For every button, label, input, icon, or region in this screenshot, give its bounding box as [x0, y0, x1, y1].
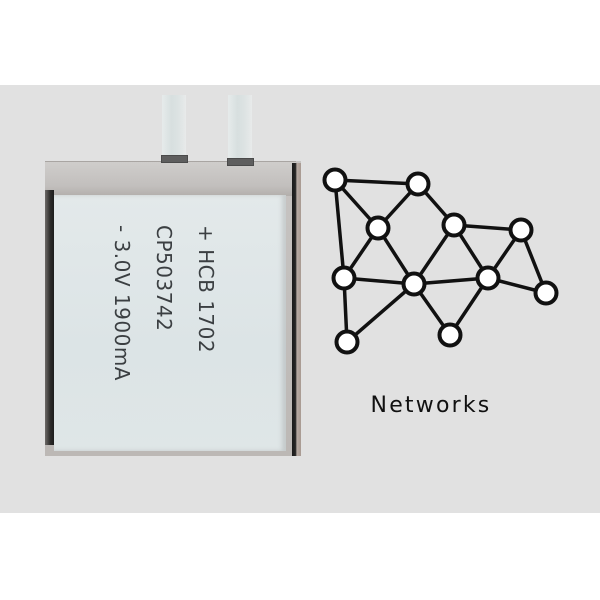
battery-label-line-2: CP503742: [152, 225, 176, 332]
battery-left-edge: [45, 190, 54, 445]
network-edge: [345, 282, 416, 344]
battery-tab-band-positive: [161, 155, 188, 163]
battery-label-line-3: - 3.0V 1900mA: [110, 225, 134, 381]
network-edges: [333, 178, 548, 344]
battery-label: + HCB 1702 CP503742 - 3.0V 1900mA: [100, 225, 220, 415]
network-edge: [333, 178, 420, 186]
battery-cell-face: [54, 195, 286, 451]
network-node: [365, 215, 391, 241]
network-node: [322, 167, 348, 193]
battery-tab-band-negative: [227, 158, 254, 166]
network-node: [475, 265, 501, 291]
network-node: [441, 212, 467, 238]
network-node: [334, 329, 360, 355]
network-node: [533, 280, 559, 306]
networks-caption: Networks: [370, 393, 492, 418]
network-node: [401, 271, 427, 297]
battery-label-line-1: + HCB 1702: [194, 225, 218, 354]
network-node: [331, 265, 357, 291]
battery-tab-negative: [228, 95, 252, 163]
battery-tab-positive: [162, 95, 186, 161]
battery-tray-lip: [45, 161, 296, 196]
network-nodes: [322, 167, 559, 355]
network-node: [437, 322, 463, 348]
network-node: [405, 171, 431, 197]
network-edge: [333, 178, 346, 280]
network-node: [508, 217, 534, 243]
battery-right-edge: [292, 163, 301, 456]
